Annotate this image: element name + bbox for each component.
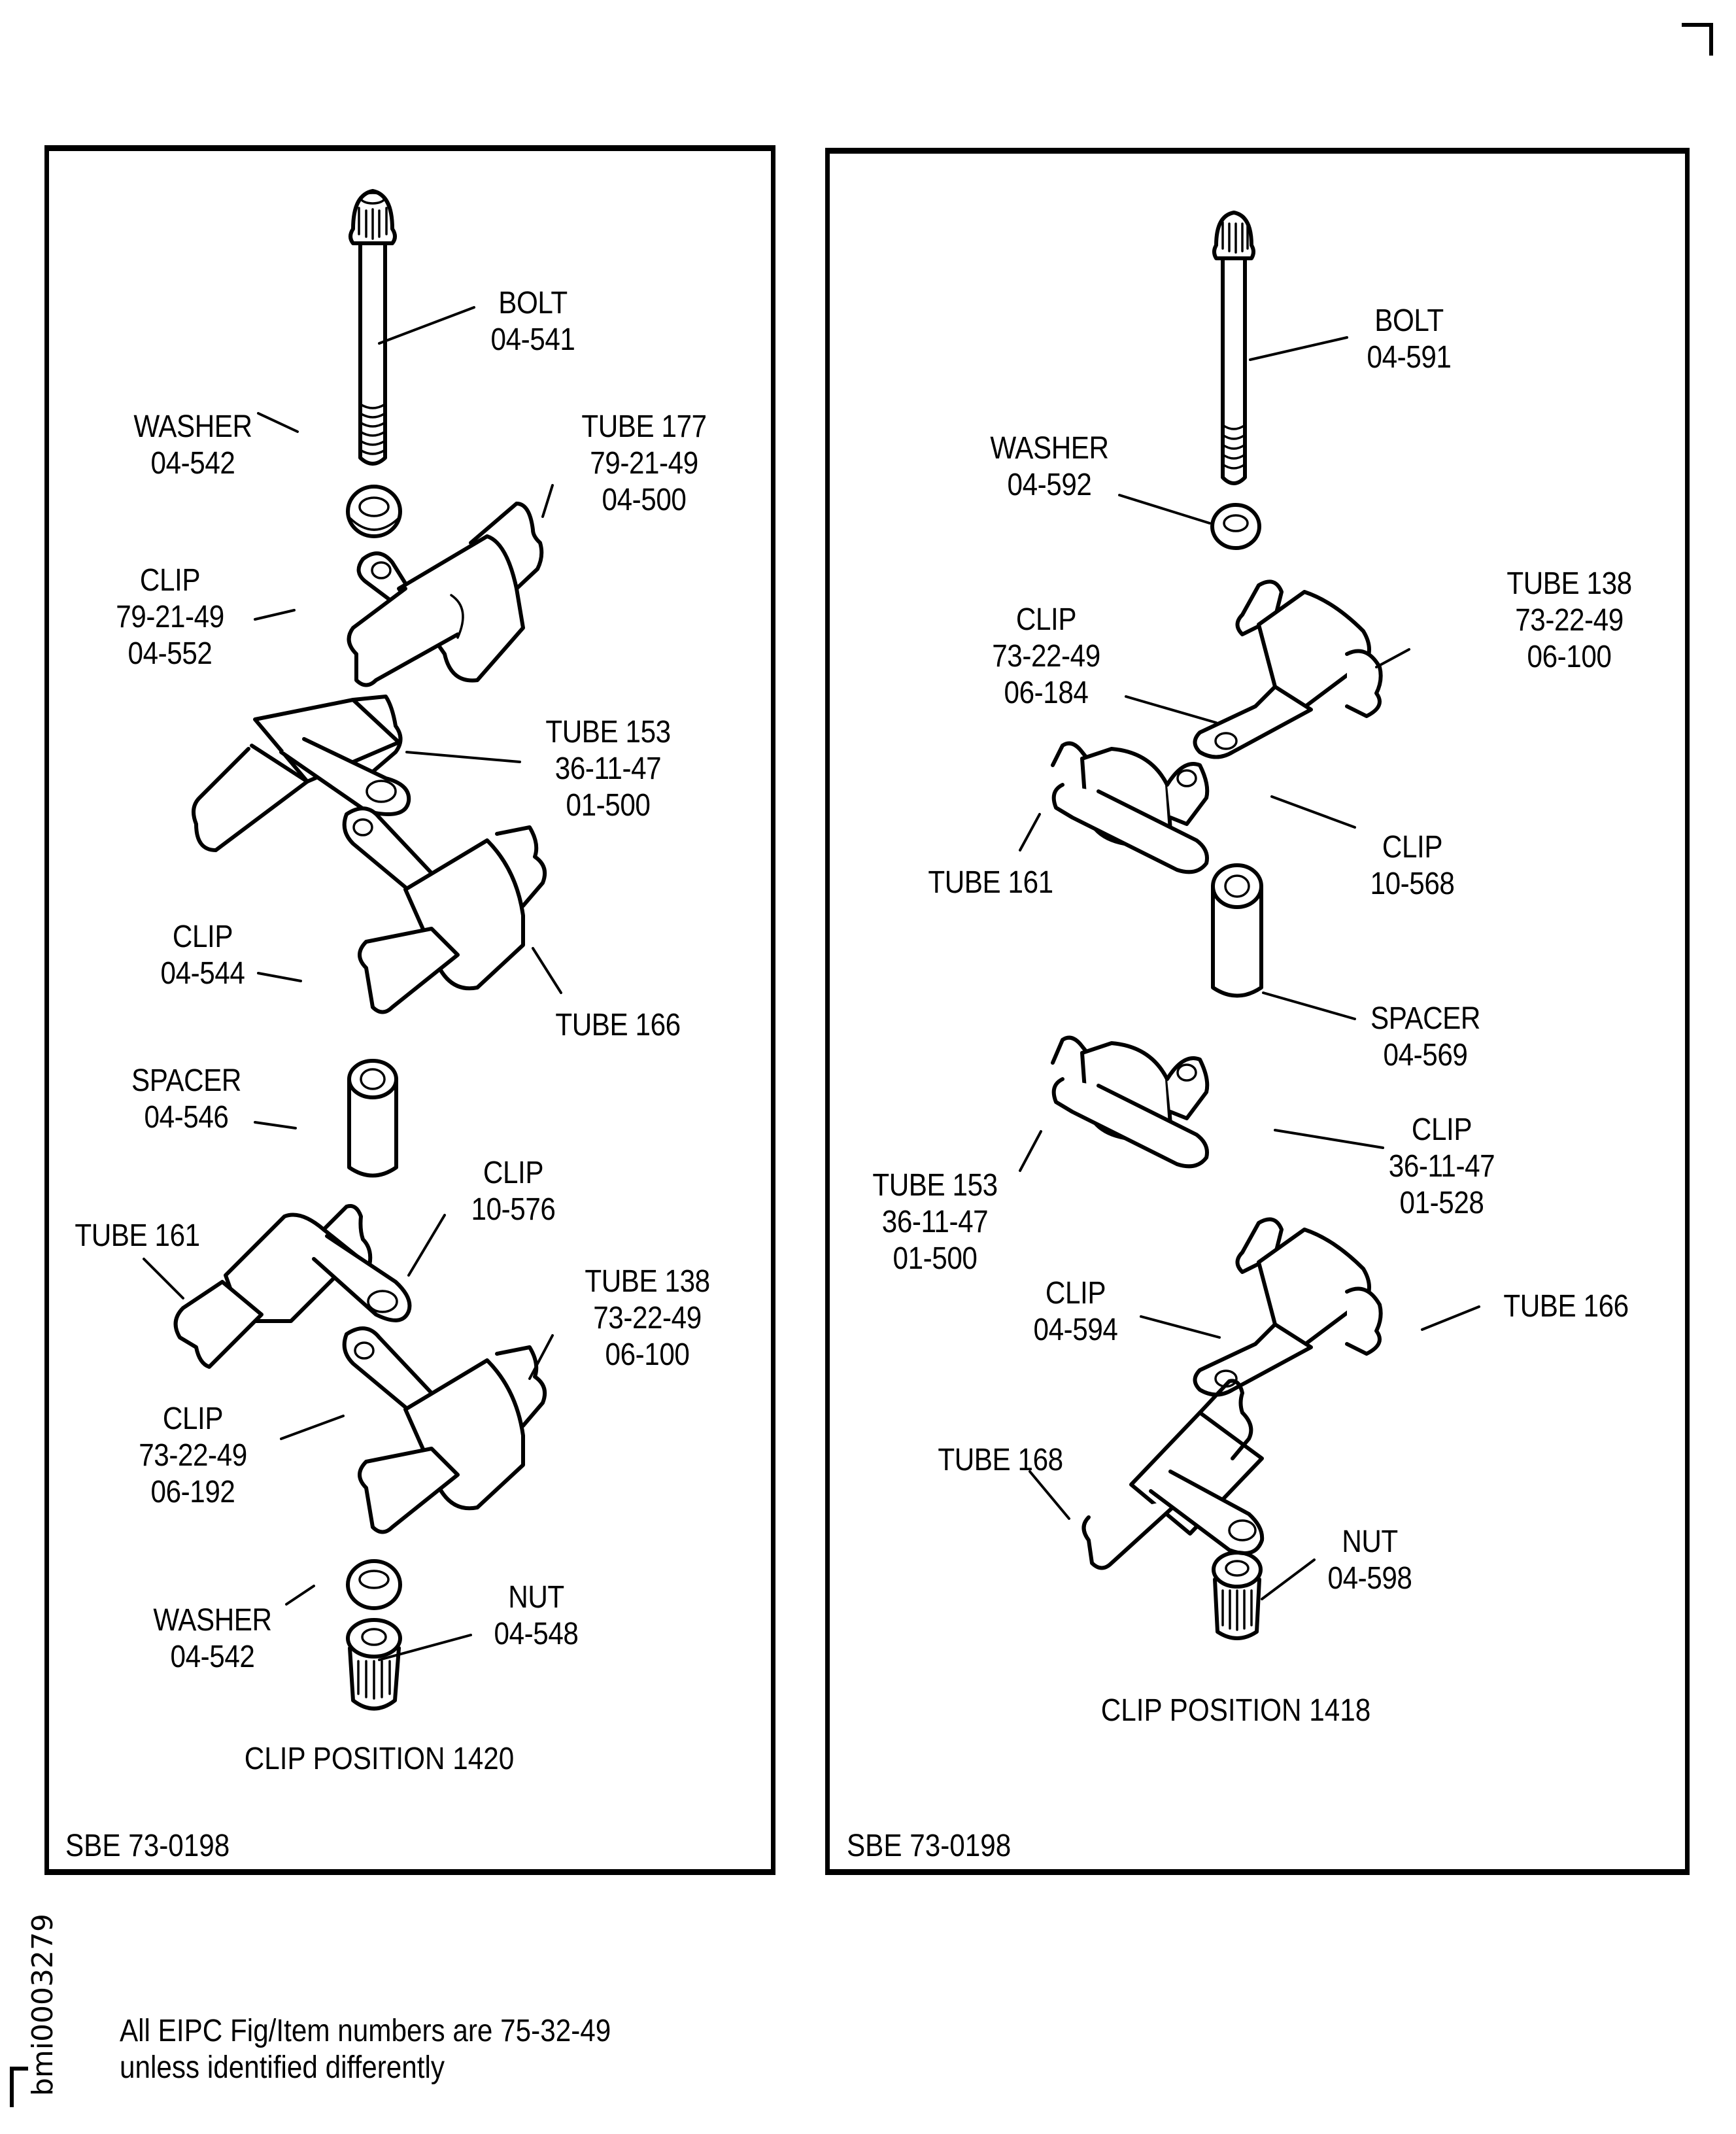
label-tube-138: TUBE 138 73-22-49 06-100 — [585, 1264, 710, 1372]
figure-id: bmi0003279 — [26, 1914, 60, 2096]
label-spacer-04-546: SPACER 04-546 — [131, 1063, 241, 1135]
eipc-note: All EIPC Fig/Item numbers are 75-32-49 u… — [120, 2014, 611, 2085]
label-tube-161: TUBE 161 — [75, 1218, 200, 1253]
label-nut-04-598: NUT 04-598 — [1327, 1524, 1412, 1596]
label-tube-168: TUBE 168 — [938, 1443, 1063, 1477]
label-clip-04-544: CLIP 04-544 — [160, 920, 245, 991]
label-clip-06-184: CLIP 73-22-49 06-184 — [992, 602, 1100, 710]
label-washer-04-542-lower: WASHER 04-542 — [153, 1603, 272, 1674]
figure-id-bracket — [10, 2067, 14, 2107]
caption-clip-position-1420: CLIP POSITION 1420 — [244, 1742, 515, 1776]
label-clip-04-552: CLIP 79-21-49 04-552 — [116, 563, 224, 671]
crop-corner-mark — [1682, 23, 1713, 56]
label-tube-161-right: TUBE 161 — [928, 865, 1053, 900]
label-washer-04-592: WASHER 04-592 — [990, 431, 1109, 502]
label-spacer-04-569: SPACER 04-569 — [1370, 1001, 1480, 1073]
label-bolt-04-591: BOLT 04-591 — [1367, 303, 1452, 375]
label-clip-01-528: CLIP 36-11-47 01-528 — [1388, 1112, 1495, 1220]
label-washer-04-542: WASHER 04-542 — [133, 409, 252, 481]
reference-sbe-right: SBE 73-0198 — [847, 1829, 1012, 1863]
label-tube-177: TUBE 177 79-21-49 04-500 — [581, 409, 707, 517]
caption-clip-position-1418: CLIP POSITION 1418 — [1100, 1693, 1371, 1728]
label-clip-04-594: CLIP 04-594 — [1033, 1276, 1118, 1347]
label-clip-10-568: CLIP 10-568 — [1370, 830, 1455, 901]
reference-sbe-left: SBE 73-0198 — [65, 1829, 230, 1863]
label-tube-166-right: TUBE 166 — [1503, 1289, 1629, 1324]
label-tube-138-right: TUBE 138 73-22-49 06-100 — [1506, 566, 1632, 674]
label-clip-10-576: CLIP 10-576 — [471, 1156, 556, 1227]
figure-id-bracket — [10, 2067, 28, 2071]
label-tube-153: TUBE 153 36-11-47 01-500 — [545, 715, 671, 823]
panel-clip-position-1418 — [825, 148, 1690, 1875]
label-clip-06-192: CLIP 73-22-49 06-192 — [139, 1402, 247, 1509]
label-tube-166: TUBE 166 — [555, 1008, 681, 1042]
label-nut-04-548: NUT 04-548 — [494, 1580, 579, 1651]
label-tube-153-right: TUBE 153 36-11-47 01-500 — [872, 1168, 998, 1276]
label-bolt-04-541: BOLT 04-541 — [490, 286, 575, 357]
